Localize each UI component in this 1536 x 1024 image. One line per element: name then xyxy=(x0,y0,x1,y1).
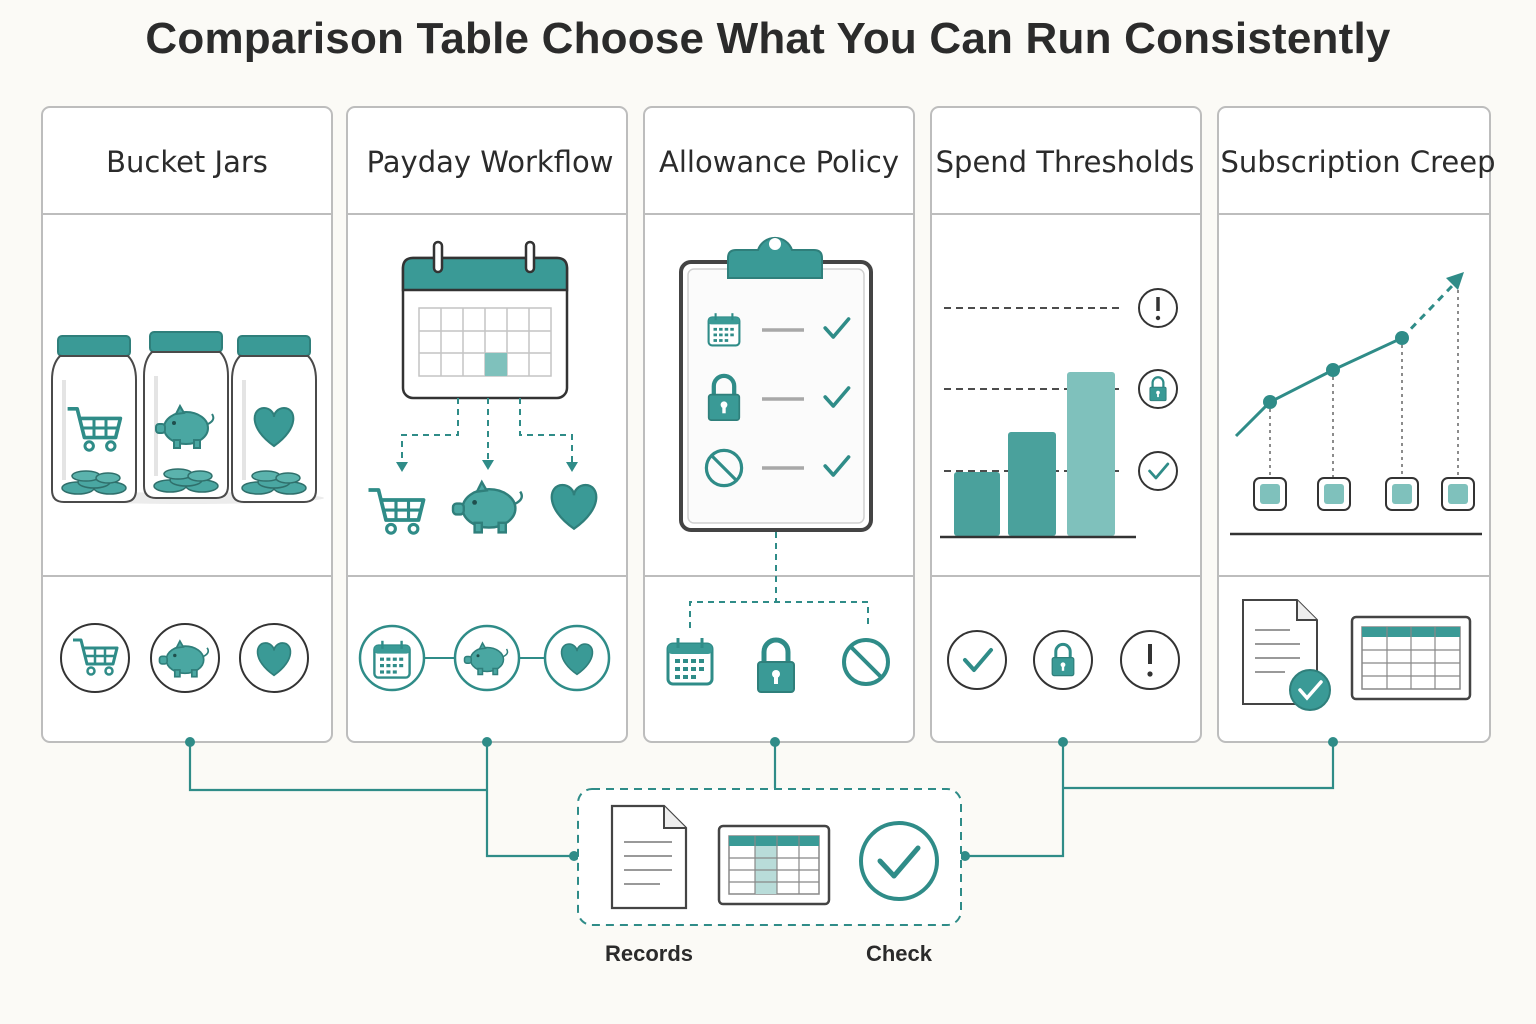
column-subscription-creep: Subscription Creep xyxy=(1217,106,1496,743)
alert-icon xyxy=(1147,644,1153,677)
clipboard-icon xyxy=(679,236,873,532)
jar-giving xyxy=(230,334,318,504)
document-icon xyxy=(610,804,688,910)
growth-chart xyxy=(1230,272,1482,536)
column-label: Allowance Policy xyxy=(659,145,899,179)
column-bucket-jars: Bucket Jars xyxy=(41,106,333,743)
calendar-icon xyxy=(373,639,411,679)
lock-icon xyxy=(1138,369,1178,409)
page-title: Comparison Table Choose What You Can Run… xyxy=(145,14,1391,63)
column-allowance-policy: Allowance Policy xyxy=(643,106,915,743)
connector-lines xyxy=(188,742,1335,858)
bottom-icons xyxy=(947,630,1180,690)
alert-icon xyxy=(1138,288,1178,328)
threshold-chart xyxy=(940,288,1178,539)
document-check-icon xyxy=(1242,599,1331,711)
check-label: Check xyxy=(866,941,933,966)
column-label: Payday Workflow xyxy=(367,145,614,179)
calendar-icon xyxy=(707,312,741,347)
column-label: Subscription Creep xyxy=(1220,145,1495,179)
column-spend-thresholds: Spend Thresholds xyxy=(930,106,1202,743)
bottom-icons xyxy=(358,624,611,692)
spreadsheet-icon xyxy=(1350,615,1472,701)
records-label: Records xyxy=(605,941,693,966)
column-payday-workflow: Payday Workflow xyxy=(346,106,628,743)
column-label: Bucket Jars xyxy=(106,145,268,179)
bottom-icons xyxy=(60,623,309,693)
check-circle-icon xyxy=(859,821,939,901)
column-label: Spend Thresholds xyxy=(936,145,1195,179)
calendar-large-icon xyxy=(401,240,569,400)
jar-savings xyxy=(142,330,230,500)
flow-arrows xyxy=(401,398,573,466)
jar-spending xyxy=(50,334,138,504)
calendar-icon xyxy=(666,636,714,686)
spreadsheet-icon xyxy=(717,824,831,906)
records-hub xyxy=(577,788,962,926)
check-icon xyxy=(1138,451,1178,491)
